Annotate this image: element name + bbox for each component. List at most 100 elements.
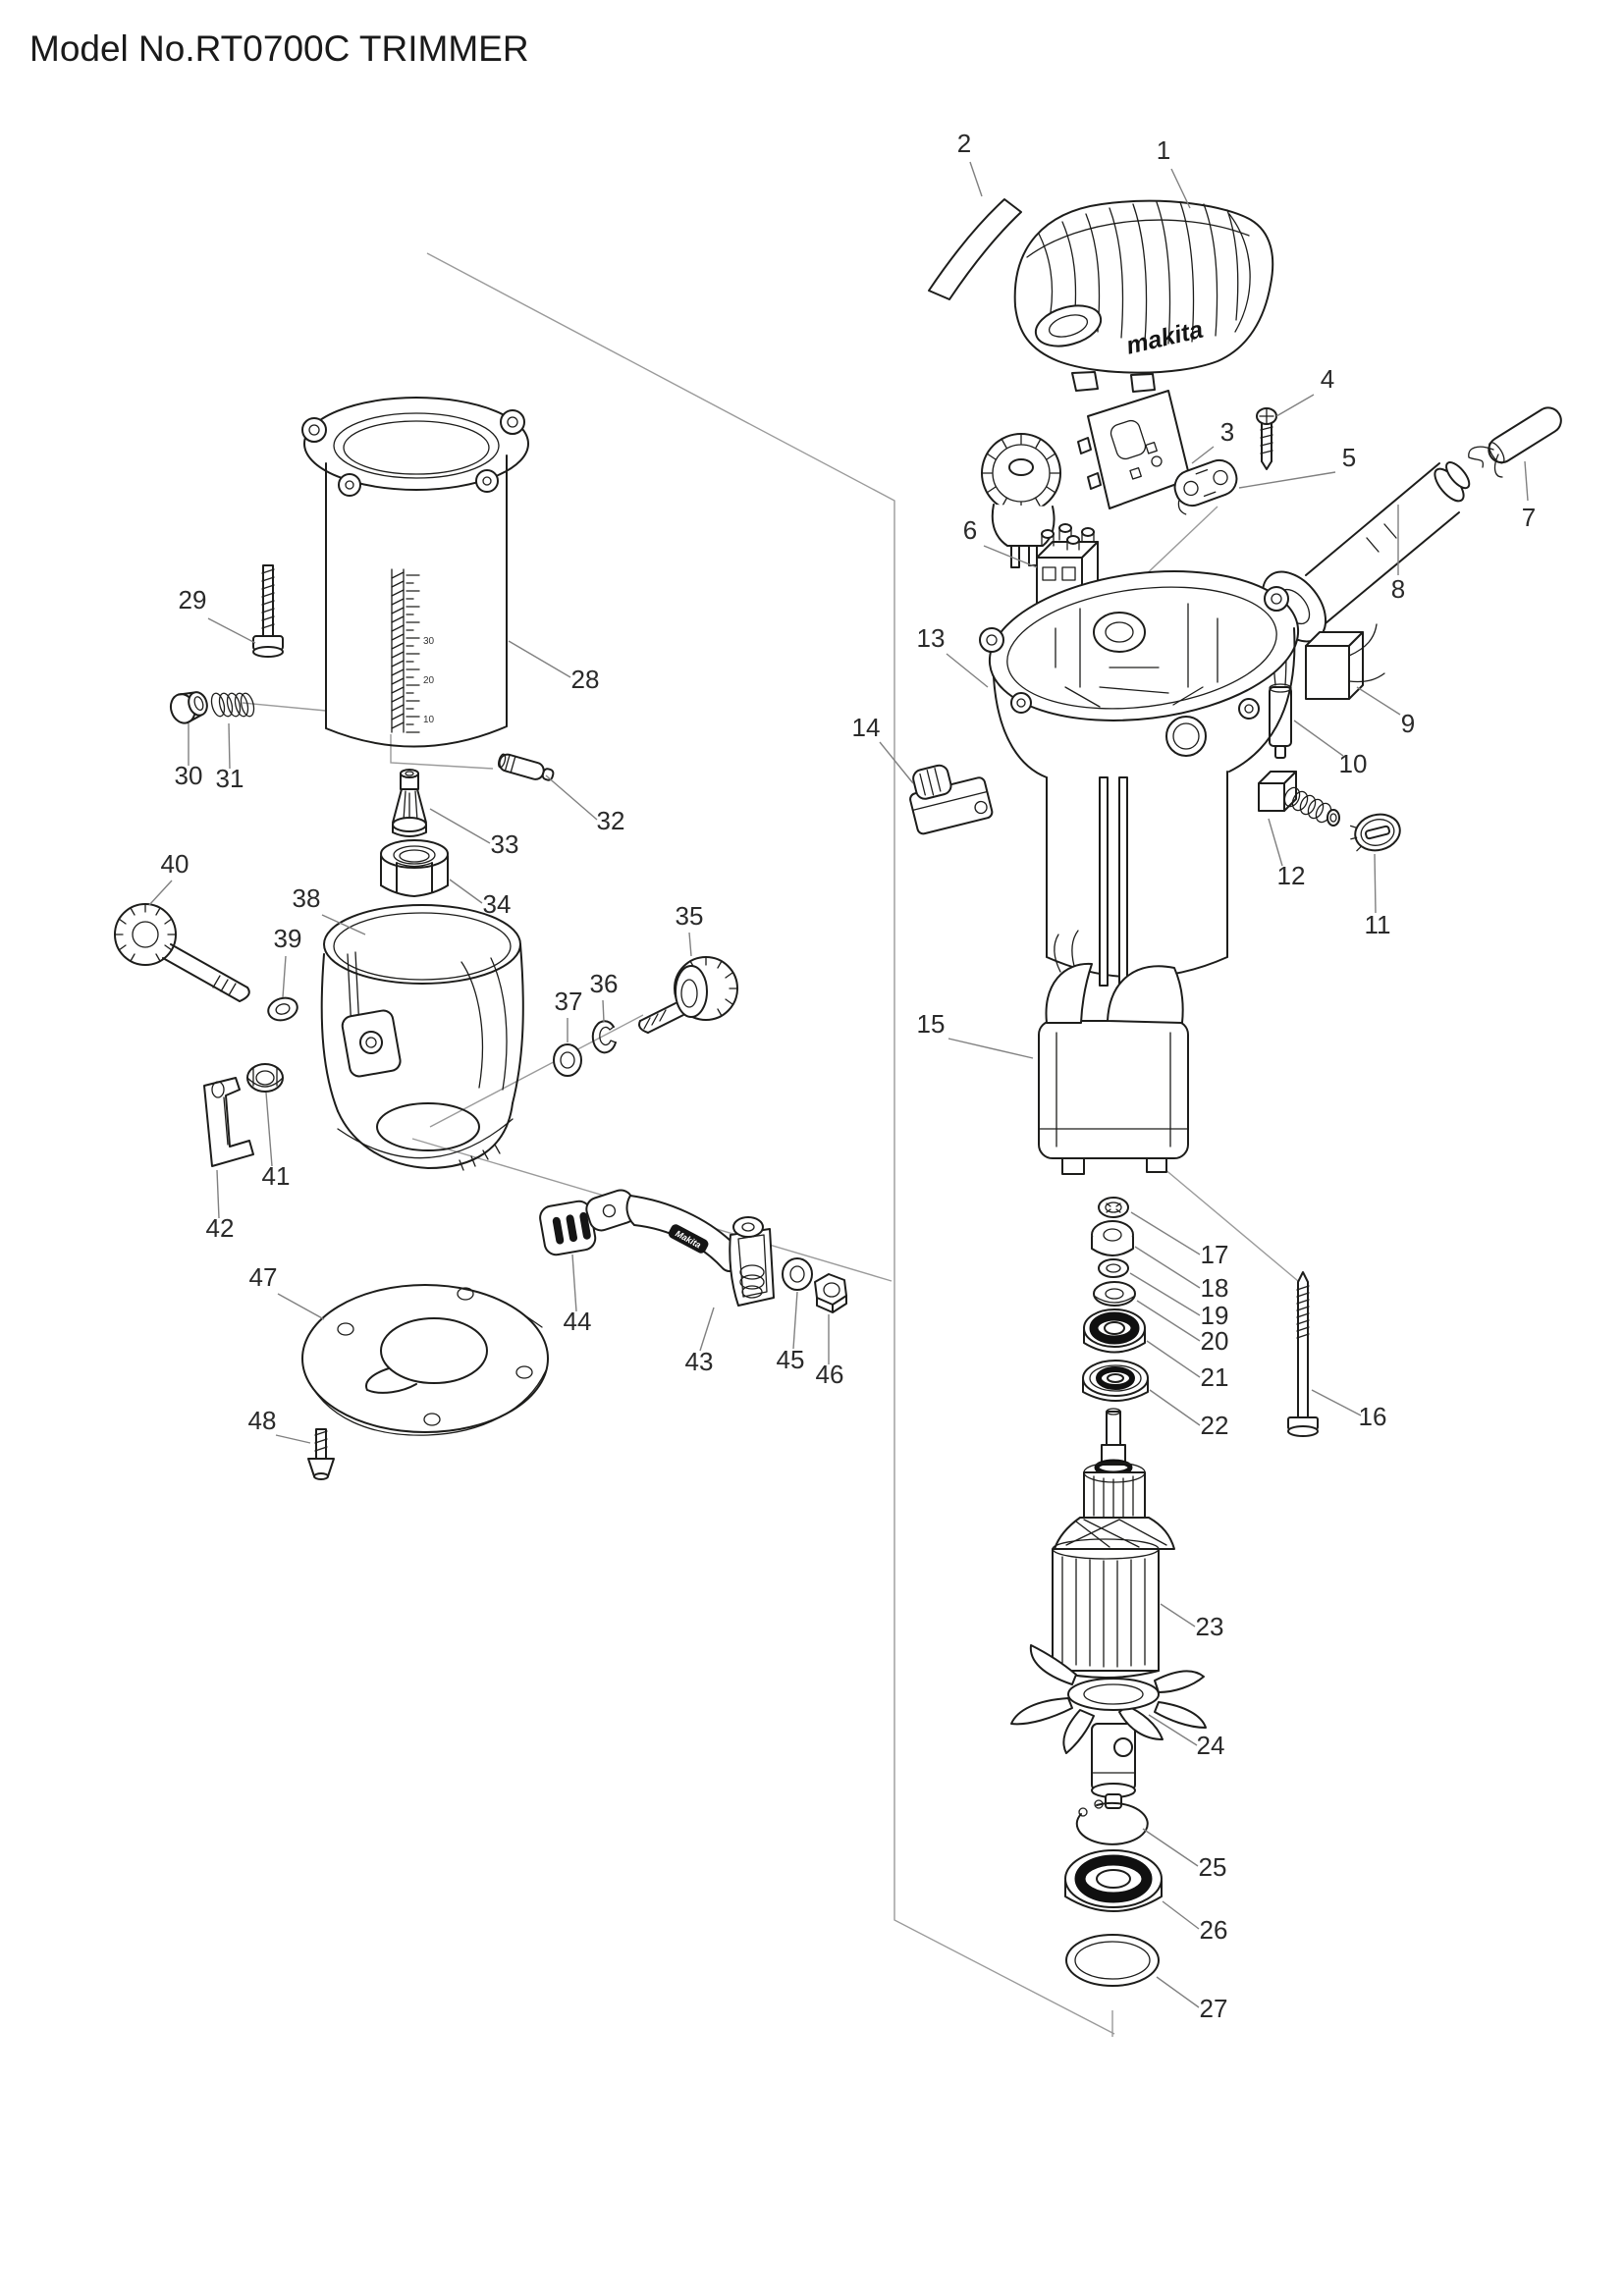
leader-line <box>879 741 914 784</box>
callout-6: 6 <box>963 515 1038 568</box>
callout-number: 9 <box>1401 709 1415 738</box>
part-2-name-label-drawing <box>928 198 1022 300</box>
leader-line <box>1293 720 1344 757</box>
callout-number: 24 <box>1197 1731 1225 1760</box>
callout-16: 16 <box>1311 1389 1386 1431</box>
callout-20: 20 <box>1136 1300 1228 1356</box>
callout-number: 21 <box>1201 1362 1229 1392</box>
part-14-switch-knob-drawing <box>909 764 994 835</box>
callout-41: 41 <box>262 1092 290 1191</box>
callout-12: 12 <box>1268 818 1305 890</box>
leader-line <box>688 932 692 957</box>
callout-35: 35 <box>676 901 704 957</box>
callout-number: 4 <box>1321 364 1334 394</box>
leader-line <box>207 617 256 644</box>
leader-line <box>969 161 983 197</box>
part-34-collet-nut-drawing <box>380 839 449 897</box>
part-27-o-ring-drawing <box>1065 1934 1160 1987</box>
leader-line <box>1160 1603 1196 1628</box>
callout-number: 39 <box>274 924 302 953</box>
callout-number: 40 <box>161 849 189 879</box>
callout-14: 14 <box>852 713 914 784</box>
leader-line <box>275 1434 311 1444</box>
leader-line <box>947 1038 1034 1059</box>
leader-line <box>1134 1246 1201 1289</box>
part-30-cap-drawing <box>169 691 208 724</box>
part-9-choke-coil-drawing <box>1305 623 1385 700</box>
leader-line <box>228 722 231 770</box>
leader-line <box>1191 446 1215 464</box>
callout-number: 34 <box>483 889 512 919</box>
leader-line <box>1149 1389 1201 1426</box>
part-21-ball-bearing-drawing <box>1083 1308 1146 1354</box>
part-44-grip-pad-drawing <box>539 1200 597 1256</box>
leader-line <box>277 1293 325 1320</box>
part-35-knob-bolt-drawing <box>638 956 738 1034</box>
leader-line <box>1374 853 1377 914</box>
callout-1: 1 <box>1157 135 1191 209</box>
part-42-bracket-drawing <box>203 1077 254 1167</box>
callout-34: 34 <box>449 879 512 919</box>
part-32-pin-drawing <box>498 753 555 781</box>
leader-line <box>699 1307 715 1352</box>
part-20-flat-washer-drawing <box>1093 1281 1136 1307</box>
callout-26: 26 <box>1162 1900 1227 1945</box>
callout-27: 27 <box>1156 1976 1227 2023</box>
callout-number: 45 <box>777 1345 805 1374</box>
part-26-ball-bearing-drawing <box>1064 1849 1163 1912</box>
callout-25: 25 <box>1142 1828 1227 1882</box>
callout-30: 30 <box>175 723 202 790</box>
callout-21: 21 <box>1146 1340 1229 1392</box>
part-41-nut-drawing <box>246 1063 284 1093</box>
leader-line <box>429 808 491 844</box>
callout-number: 38 <box>293 883 321 913</box>
callout-9: 9 <box>1356 686 1415 738</box>
callout-number: 42 <box>206 1213 235 1243</box>
leader-line <box>1170 168 1191 209</box>
part-10-capacitor-drawing <box>1269 627 1292 759</box>
part-33-collet-cone-drawing <box>392 769 427 837</box>
leader-line <box>1238 471 1336 489</box>
callout-43: 43 <box>685 1307 715 1376</box>
part-22-ball-bearing-drawing <box>1082 1360 1149 1402</box>
part-15-stator-drawing <box>1038 930 1189 1175</box>
callout-number: 44 <box>564 1307 592 1336</box>
callout-number: 25 <box>1199 1852 1227 1882</box>
leader-line <box>1148 1714 1198 1746</box>
callout-31: 31 <box>216 722 244 793</box>
leader-line <box>1142 1828 1199 1867</box>
callout-15: 15 <box>917 1009 1034 1059</box>
part-39-washer-drawing <box>267 996 298 1022</box>
callout-32: 32 <box>545 774 624 835</box>
callout-number: 36 <box>590 969 619 998</box>
callout-number: 5 <box>1342 443 1356 472</box>
callout-47: 47 <box>249 1262 325 1320</box>
callout-22: 22 <box>1149 1389 1228 1440</box>
leader-line <box>946 653 989 688</box>
callout-36: 36 <box>590 969 619 1023</box>
callout-number: 35 <box>676 901 704 931</box>
part-36-c-ring-drawing <box>591 1020 617 1054</box>
callout-number: 14 <box>852 713 881 742</box>
callout-number: 3 <box>1220 417 1234 447</box>
leader-line <box>1130 1211 1201 1255</box>
leader-line <box>508 640 571 678</box>
callout-8: 8 <box>1391 505 1405 604</box>
leader-line <box>321 914 366 935</box>
callout-5: 5 <box>1238 443 1356 489</box>
part-7-power-cord-drawing <box>1468 406 1562 478</box>
part-18-spacer-drawing <box>1091 1220 1134 1256</box>
callout-28: 28 <box>508 640 600 694</box>
part-16-long-screw-drawing <box>1287 1271 1319 1437</box>
callout-46: 46 <box>816 1314 843 1389</box>
part-45-washer-drawing <box>782 1257 813 1291</box>
callout-number: 37 <box>555 987 583 1016</box>
callout-39: 39 <box>274 924 302 998</box>
callout-number: 18 <box>1201 1273 1229 1303</box>
callout-42: 42 <box>206 1169 235 1243</box>
callout-number: 28 <box>571 665 600 694</box>
part-23-armature-drawing <box>1052 1408 1175 1809</box>
callout-number: 33 <box>491 829 519 859</box>
callout-number: 48 <box>248 1406 277 1435</box>
